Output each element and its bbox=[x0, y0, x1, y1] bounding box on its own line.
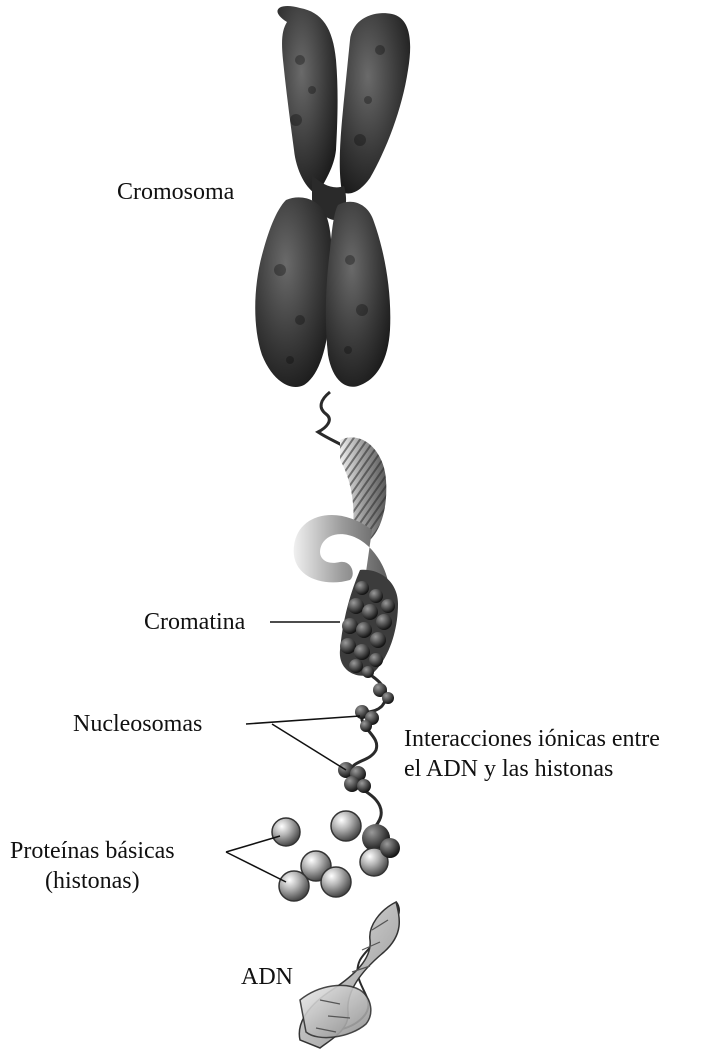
chromatin-label: Cromatina bbox=[144, 607, 245, 637]
nucleosome-leader-line-2 bbox=[272, 724, 346, 770]
histone-leader-line-1 bbox=[226, 836, 280, 852]
dna-label: ADN bbox=[241, 962, 293, 992]
chromatin-coil bbox=[294, 437, 398, 678]
chromosome-shape bbox=[255, 6, 410, 387]
ionic-interactions-label-line-1: Interacciones iónicas entre bbox=[404, 724, 660, 754]
basic-proteins-label-line-1: Proteínas básicas bbox=[10, 836, 175, 866]
histone-proteins bbox=[272, 811, 400, 901]
dna-double-helix bbox=[299, 902, 399, 1048]
chromosome-label: Cromosoma bbox=[117, 177, 234, 207]
nucleosome-leader-line-1 bbox=[246, 716, 360, 724]
basic-proteins-label: Proteínas básicas (histonas) bbox=[10, 836, 175, 896]
basic-proteins-label-line-2: (histonas) bbox=[10, 866, 175, 896]
histone-leader-line-2 bbox=[226, 852, 286, 882]
nucleosome-string bbox=[338, 676, 394, 830]
ionic-interactions-label-line-2: el ADN y las histonas bbox=[404, 754, 660, 784]
ionic-interactions-label: Interacciones iónicas entre el ADN y las… bbox=[404, 724, 660, 784]
nucleosomes-label: Nucleosomas bbox=[73, 709, 202, 739]
